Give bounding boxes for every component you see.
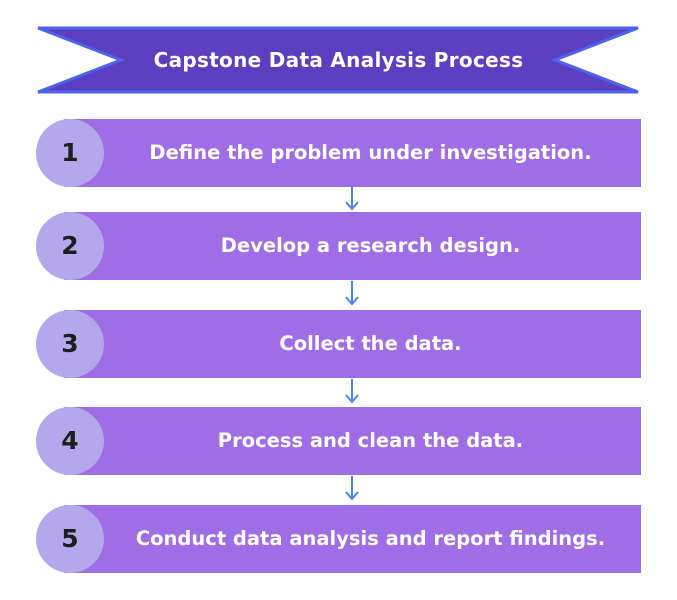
step-label: Define the problem under investigation. xyxy=(149,141,592,164)
step-1: 1 Define the problem under investigation… xyxy=(36,119,641,187)
arrow-down-icon xyxy=(345,186,359,211)
step-4: 4 Process and clean the data. xyxy=(36,407,641,475)
title-banner: Capstone Data Analysis Process xyxy=(0,0,677,110)
step-label: Collect the data. xyxy=(279,332,462,355)
step-label: Develop a research design. xyxy=(220,234,521,257)
step-number-badge: 2 xyxy=(36,212,104,280)
ribbon-shape xyxy=(37,26,639,94)
step-bar xyxy=(64,505,641,573)
step-number-badge: 5 xyxy=(36,505,104,573)
step-bar xyxy=(64,212,641,280)
step-5: 5 Conduct data analysis and report findi… xyxy=(36,505,641,573)
step-number-badge: 1 xyxy=(36,119,104,187)
step-bar xyxy=(64,310,641,378)
step-label: Process and clean the data. xyxy=(217,429,524,452)
step-bar xyxy=(64,119,641,187)
page-title: Capstone Data Analysis Process xyxy=(153,48,524,72)
step-3: 3 Collect the data. xyxy=(36,310,641,378)
arrow-down-icon xyxy=(345,281,359,306)
arrow-down-icon xyxy=(345,379,359,404)
step-bar xyxy=(64,407,641,475)
step-number-badge: 4 xyxy=(36,407,104,475)
arrow-down-icon xyxy=(345,476,359,501)
step-number-badge: 3 xyxy=(36,310,104,378)
step-2: 2 Develop a research design. xyxy=(36,212,641,280)
step-label: Conduct data analysis and report finding… xyxy=(135,527,606,550)
ribbon-fill xyxy=(37,26,639,94)
